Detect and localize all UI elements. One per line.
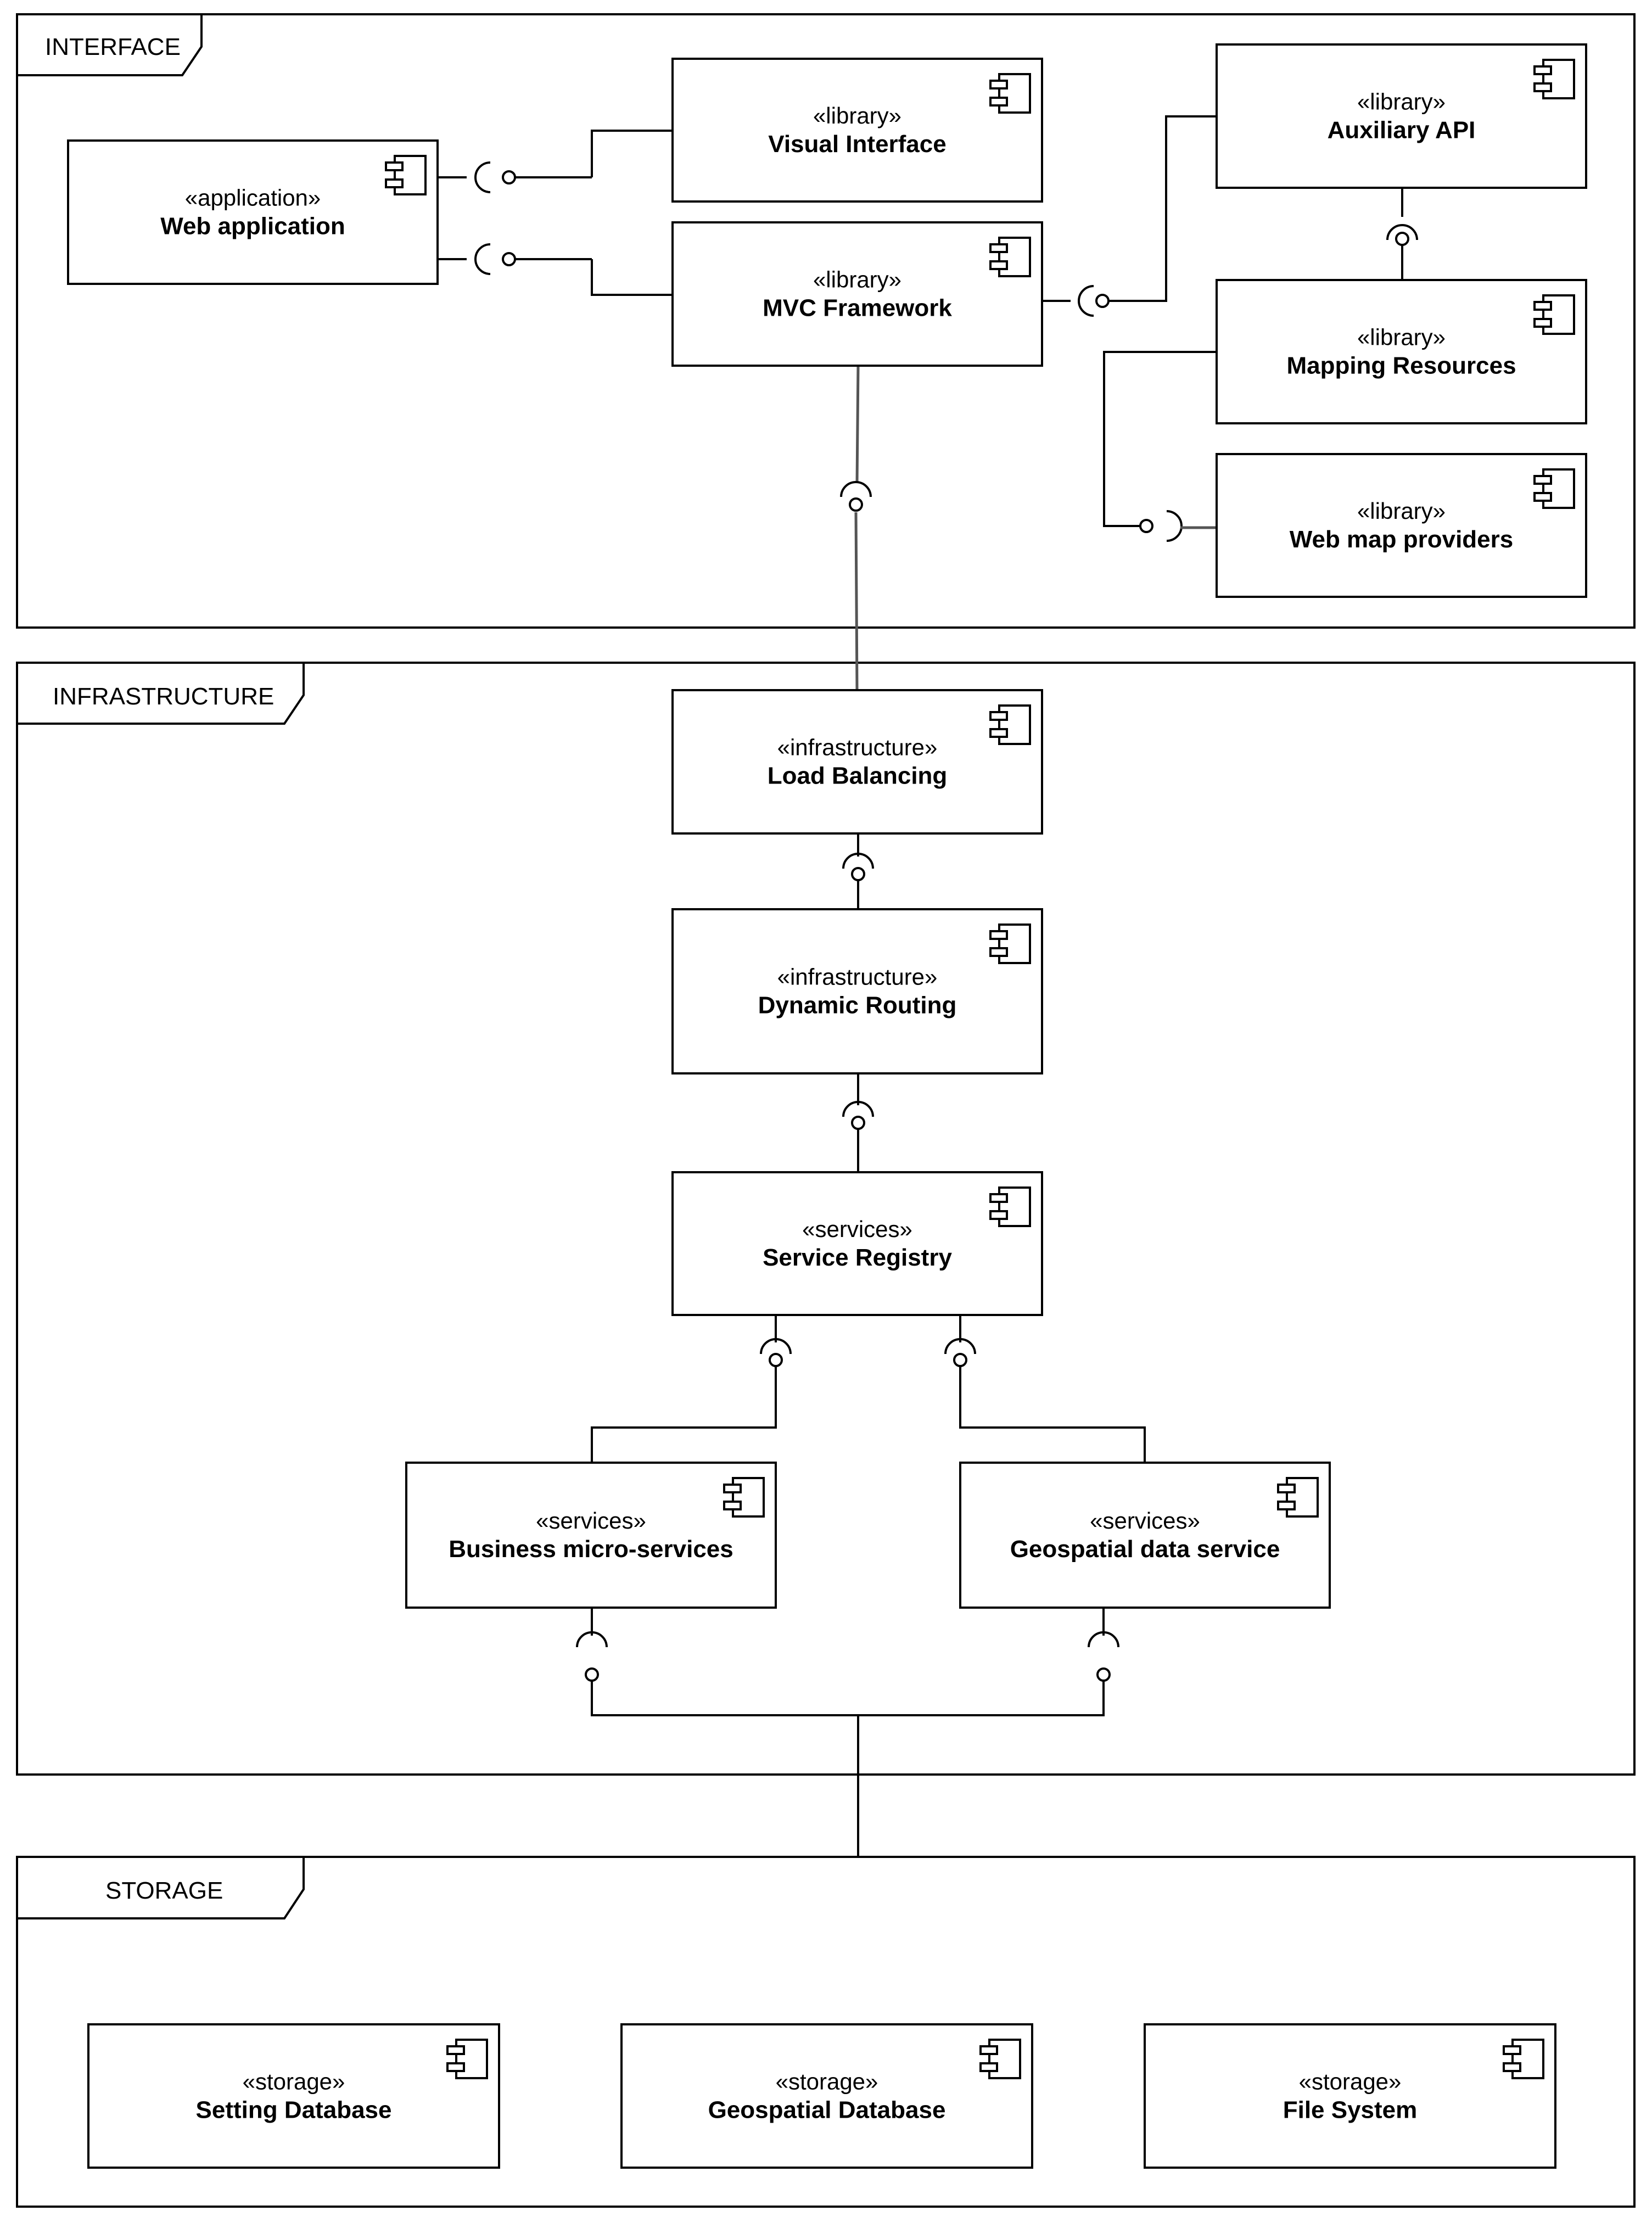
component-icon: [989, 1186, 1031, 1227]
component-box: [620, 2023, 1033, 2169]
component-box: [959, 1462, 1331, 1609]
component-stereotype: «library»: [1357, 89, 1446, 115]
component-visual-interface[interactable]: «library» Visual Interface: [671, 58, 1043, 203]
connector-mvc-auxiliary: [1043, 115, 1217, 317]
component-stereotype: «library»: [813, 267, 901, 293]
package-interface-label: INTERFACE: [45, 33, 181, 60]
component-stereotype: «infrastructure»: [777, 964, 938, 990]
component-web-application[interactable]: «application» Web application: [67, 139, 439, 285]
component-name: File System: [1283, 2097, 1418, 2124]
component-mapping-resources[interactable]: «library» Mapping Resources: [1216, 279, 1587, 424]
component-icon: [989, 704, 1031, 745]
component-stereotype: «services»: [802, 1216, 912, 1242]
package-interface: INTERFACE: [16, 13, 1636, 629]
component-box: [1216, 453, 1587, 598]
package-storage: STORAGE: [16, 1856, 1636, 2208]
component-icon: [979, 2039, 1021, 2079]
component-box: [1216, 279, 1587, 424]
component-icon: [723, 1477, 765, 1518]
component-icon: [1503, 2039, 1544, 2079]
component-stereotype: «library»: [1357, 324, 1446, 350]
connector-mvc-loadbalancing: [840, 365, 872, 691]
component-icon: [1533, 294, 1575, 335]
component-geospatial-data-service[interactable]: «services» Geospatial data service: [959, 1462, 1331, 1609]
component-name: Mapping Resources: [1286, 352, 1516, 379]
component-stereotype: «storage»: [243, 2069, 345, 2095]
connector-routing-registry: [842, 1073, 874, 1172]
component-name: Geospatial data service: [1010, 1536, 1280, 1563]
component-box: [1144, 2023, 1556, 2169]
component-name: Auxiliary API: [1328, 117, 1476, 144]
component-box: [67, 139, 439, 285]
connector-services-storage: [576, 1608, 1119, 1857]
component-web-map-providers[interactable]: «library» Web map providers: [1216, 453, 1587, 598]
component-icon: [1277, 1477, 1319, 1518]
component-box: [671, 221, 1043, 367]
component-stereotype: «services»: [536, 1508, 646, 1533]
component-name: Setting Database: [196, 2097, 392, 2124]
components: «application» Web application «library» …: [67, 43, 1587, 2169]
component-service-registry[interactable]: «services» Service Registry: [671, 1171, 1043, 1316]
component-box: [671, 689, 1043, 835]
component-box: [671, 58, 1043, 203]
package-storage-label: STORAGE: [105, 1877, 223, 1904]
component-stereotype: «storage»: [1299, 2069, 1402, 2095]
component-name: Load Balancing: [768, 763, 948, 790]
component-business-micro-services[interactable]: «services» Business micro-services: [405, 1462, 777, 1609]
component-setting-database[interactable]: «storage» Setting Database: [87, 2023, 500, 2169]
component-geospatial-database[interactable]: «storage» Geospatial Database: [620, 2023, 1033, 2169]
connector-loadbalancing-routing: [842, 833, 874, 909]
component-name: Service Registry: [763, 1244, 952, 1271]
component-stereotype: «application»: [185, 185, 321, 211]
component-stereotype: «services»: [1090, 1508, 1200, 1533]
connector-webapp-mvc: [438, 243, 673, 296]
component-stereotype: «library»: [813, 103, 901, 128]
component-box: [87, 2023, 500, 2169]
connector-auxiliary-mapping: [1386, 188, 1418, 280]
component-icon: [989, 73, 1031, 114]
package-infrastructure: INFRASTRUCTURE: [16, 662, 1636, 1776]
connector-registry-geospatial: [944, 1315, 1146, 1463]
connectors: [438, 115, 1418, 1857]
component-stereotype: «library»: [1357, 498, 1446, 524]
component-box: [405, 1462, 777, 1609]
component-icon: [385, 155, 427, 195]
component-name: Visual Interface: [768, 131, 946, 158]
connector-webapp-visual: [438, 130, 673, 193]
component-mvc-framework[interactable]: «library» MVC Framework: [671, 221, 1043, 367]
component-name: MVC Framework: [763, 295, 952, 322]
component-stereotype: «infrastructure»: [777, 735, 938, 760]
component-file-system[interactable]: «storage» File System: [1144, 2023, 1556, 2169]
component-icon: [446, 2039, 488, 2079]
component-name: Business micro-services: [449, 1536, 733, 1563]
component-dynamic-routing[interactable]: «infrastructure» Dynamic Routing: [671, 908, 1043, 1074]
component-name: Geospatial Database: [708, 2097, 946, 2124]
connector-registry-business: [591, 1315, 792, 1463]
component-box: [671, 1171, 1043, 1316]
component-box: [1216, 43, 1587, 189]
component-stereotype: «storage»: [776, 2069, 878, 2095]
component-load-balancing[interactable]: «infrastructure» Load Balancing: [671, 689, 1043, 835]
component-icon: [1533, 59, 1575, 99]
component-name: Web application: [160, 213, 345, 240]
component-name: Web map providers: [1290, 526, 1514, 553]
component-box: [671, 908, 1043, 1074]
component-name: Dynamic Routing: [758, 992, 957, 1019]
component-auxiliary-api[interactable]: «library» Auxiliary API: [1216, 43, 1587, 189]
component-icon: [989, 923, 1031, 964]
connector-mapping-webmap: [1103, 351, 1217, 542]
component-icon: [989, 237, 1031, 277]
package-infrastructure-label: INFRASTRUCTURE: [53, 683, 274, 710]
component-icon: [1533, 468, 1575, 509]
